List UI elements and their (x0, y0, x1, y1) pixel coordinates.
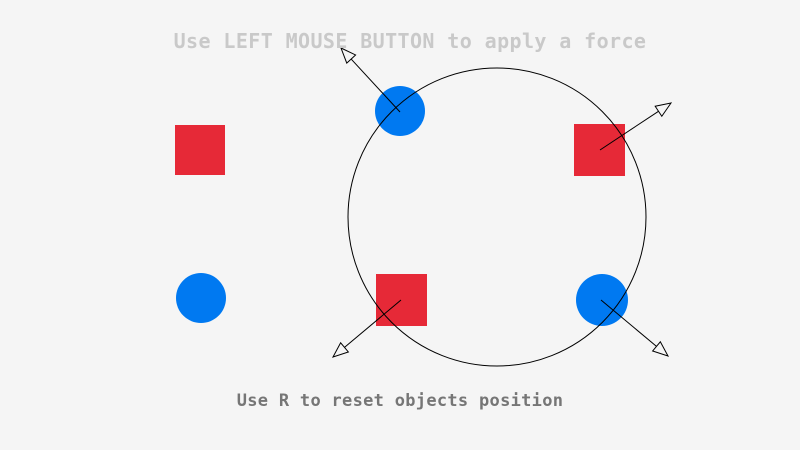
force-arrow-top-right-line (599, 110, 659, 151)
red-square-right[interactable] (574, 124, 625, 176)
force-arrow-top-left-line (350, 58, 401, 113)
force-arrow-bottom-right-line (600, 299, 657, 347)
force-arrow-bottom-left-line (344, 299, 402, 348)
force-radius-circle (347, 67, 647, 367)
instruction-apply-force: Use LEFT MOUSE BUTTON to apply a force (173, 29, 647, 53)
force-arrow-bottom-left-head (331, 341, 350, 358)
blue-circle-bottom-left[interactable] (176, 273, 226, 323)
red-square-left[interactable] (175, 125, 225, 175)
red-square-center[interactable] (376, 274, 427, 326)
force-arrow-top-left-head (340, 47, 357, 64)
force-arrow-bottom-right-head (651, 340, 670, 357)
blue-circle-bottom-right[interactable] (576, 274, 628, 326)
force-arrow-top-right-head (654, 102, 673, 118)
instruction-reset-objects: Use R to reset objects position (236, 391, 564, 411)
